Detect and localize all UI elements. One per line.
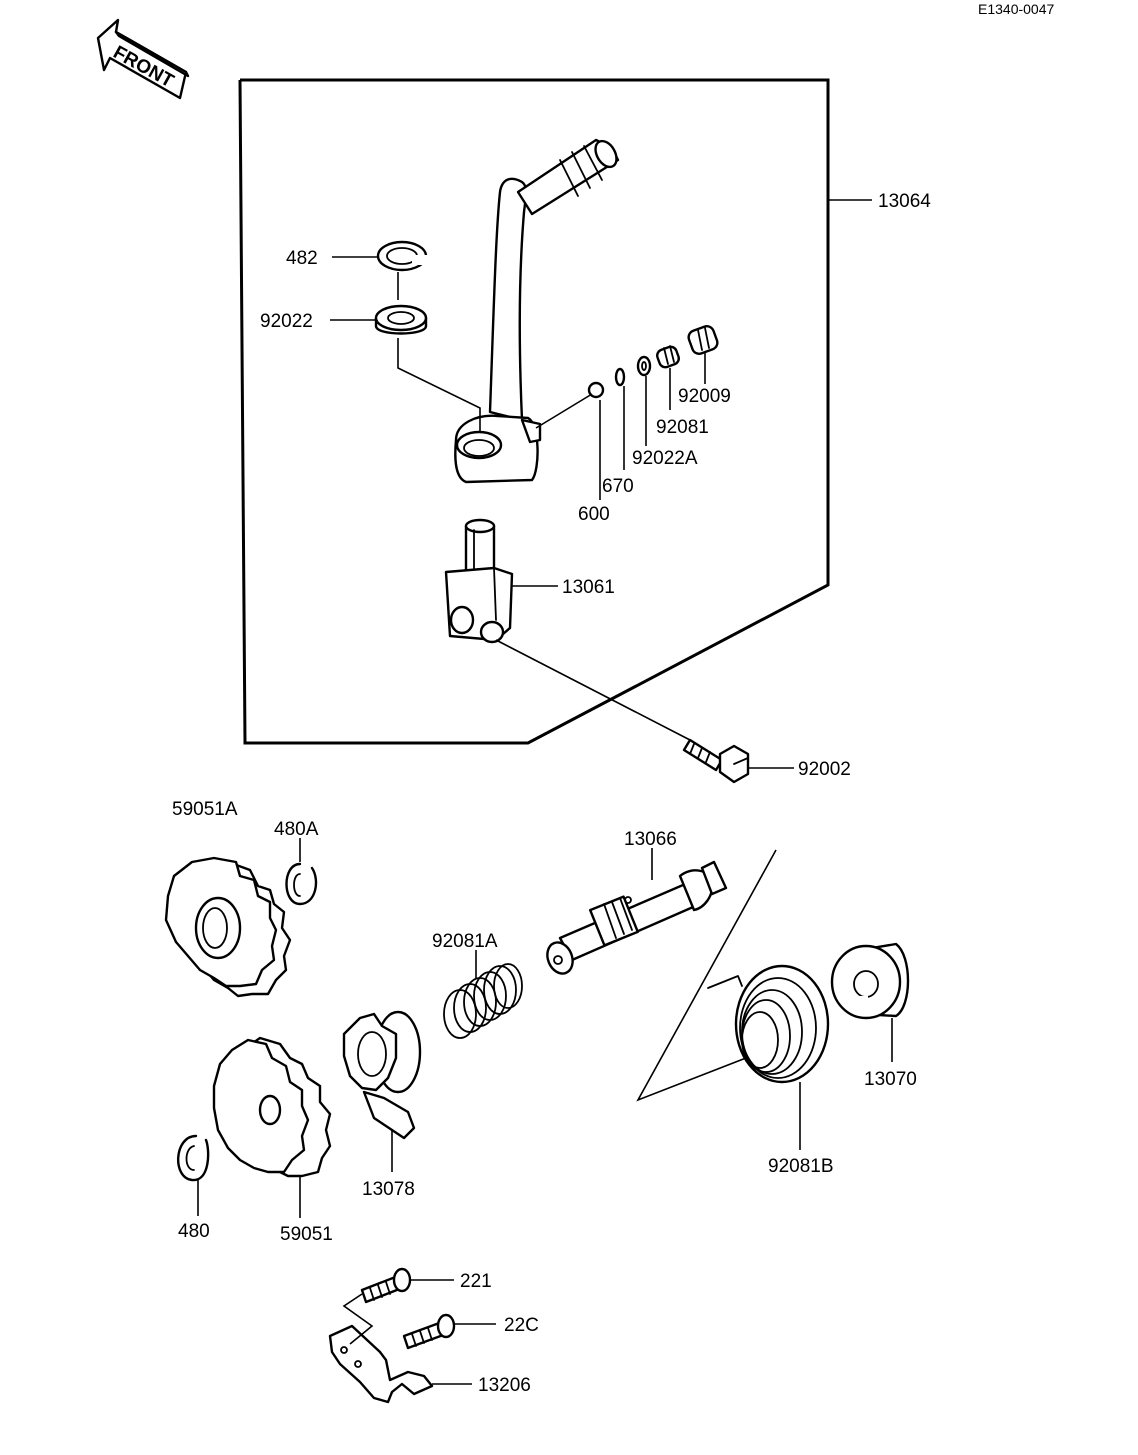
label-670: 670 xyxy=(602,476,634,497)
ball-600 xyxy=(587,381,605,399)
label-600: 600 xyxy=(578,504,610,525)
label-482: 482 xyxy=(286,248,318,269)
label-92081: 92081 xyxy=(656,417,709,438)
label-13078: 13078 xyxy=(362,1179,415,1200)
spring-92081 xyxy=(656,345,680,369)
label-92022: 92022 xyxy=(260,311,313,332)
screw-220 xyxy=(402,1313,456,1350)
diagram-code: E1340-0047 xyxy=(978,1,1055,17)
washer-92022A xyxy=(636,355,652,377)
washer-92022 xyxy=(374,304,428,335)
label-13061: 13061 xyxy=(562,577,615,598)
bolt-92002 xyxy=(682,738,750,784)
label-13064: 13064 xyxy=(878,191,931,212)
gear-59051A xyxy=(164,856,292,998)
label-92081B: 92081B xyxy=(768,1156,834,1177)
kick-shaft-13066 xyxy=(546,860,728,975)
label-59051A: 59051A xyxy=(172,799,238,820)
circlip-480A xyxy=(285,862,318,906)
label-221: 221 xyxy=(460,1271,492,1292)
gear-59051 xyxy=(212,1036,332,1178)
plug-92009 xyxy=(687,325,719,355)
label-480: 480 xyxy=(178,1221,210,1242)
guide-13070 xyxy=(830,942,910,1020)
screw-221 xyxy=(360,1267,412,1304)
plate-13206 xyxy=(328,1324,434,1404)
spring-92081A xyxy=(443,963,523,1039)
label-220: 22C xyxy=(504,1315,539,1336)
spring-92081B xyxy=(707,964,830,1084)
label-13070: 13070 xyxy=(864,1069,917,1090)
label-13066: 13066 xyxy=(624,829,677,850)
label-480A: 480A xyxy=(274,819,319,840)
assembly-frame xyxy=(238,78,830,745)
front-arrow-icon: FRONT xyxy=(96,18,190,100)
kick-pedal-arm xyxy=(454,138,620,484)
ratchet-13078 xyxy=(342,1010,422,1140)
circlip-480 xyxy=(177,1134,210,1182)
circlip-482 xyxy=(376,240,428,272)
kick-lever-13061 xyxy=(444,518,514,644)
subgroup-frame xyxy=(636,849,783,1102)
label-59051: 59051 xyxy=(280,1224,333,1245)
label-92081A: 92081A xyxy=(432,931,498,952)
label-13206: 13206 xyxy=(478,1375,531,1396)
label-92009: 92009 xyxy=(678,386,731,407)
ring-670 xyxy=(614,367,626,387)
label-92002: 92002 xyxy=(798,759,851,780)
label-92022A: 92022A xyxy=(632,448,698,469)
